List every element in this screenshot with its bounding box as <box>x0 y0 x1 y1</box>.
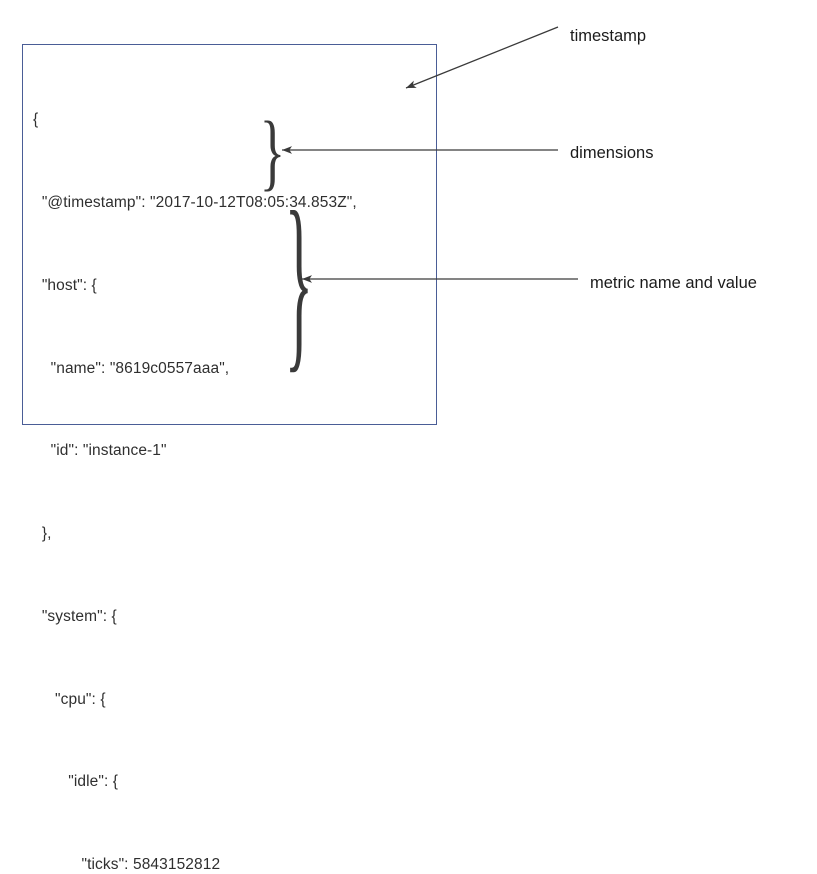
json-line: "name": "8619c0557aaa", <box>33 359 230 377</box>
brace-metric-icon: } <box>284 172 314 389</box>
json-line: { <box>33 111 39 129</box>
json-line: "ticks": 5843152812 <box>33 856 221 874</box>
callout-label-dimensions: dimensions <box>570 144 654 162</box>
brace-dimensions-icon: } <box>259 103 286 199</box>
callout-label-metric: metric name and value <box>590 274 757 292</box>
json-document-box: { "@timestamp": "2017-10-12T08:05:34.853… <box>22 44 437 873</box>
json-line: "cpu": { <box>33 690 106 708</box>
json-line: "@timestamp": "2017-10-12T08:05:34.853Z"… <box>33 193 357 211</box>
callout-label-timestamp: timestamp <box>570 27 647 45</box>
json-line: "idle": { <box>33 773 119 791</box>
json-line: "host": { <box>33 276 97 294</box>
json-line: }, <box>33 525 52 543</box>
json-line: "id": "instance-1" <box>33 442 167 460</box>
json-line: "system": { <box>33 607 117 625</box>
